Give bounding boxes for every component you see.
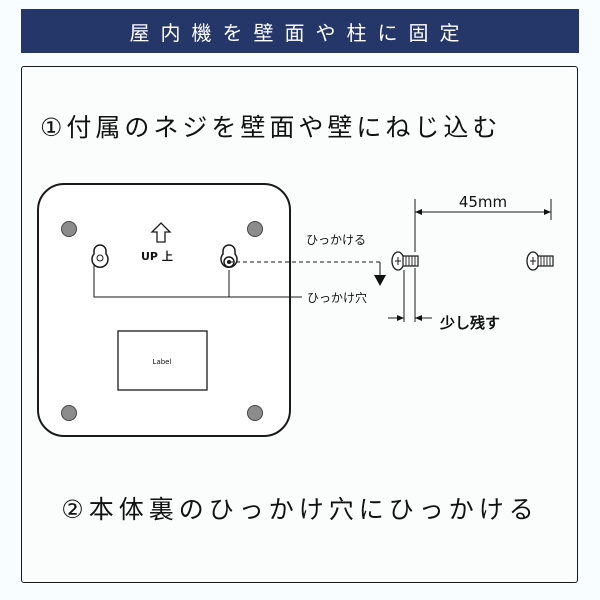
down-arrow-icon [374, 275, 386, 286]
device-label-sticker [117, 330, 208, 391]
corner-hole-bottom-right [247, 405, 263, 421]
step-2-text: ②本体裏のひっかけ穴にひっかける [61, 495, 539, 524]
corner-hole-bottom-left [61, 405, 77, 421]
hook-label: ひっかける [306, 233, 366, 247]
leave-label: 少し残す [439, 314, 500, 332]
screw-icon-left [391, 251, 419, 271]
up-arrow-icon [150, 222, 172, 243]
device-label-text: Label [153, 358, 172, 366]
page-header: 屋内機を壁面や柱に固定 [21, 9, 579, 53]
corner-hole-top-left [61, 221, 77, 237]
hole-label: ひっかけ穴 [307, 290, 367, 305]
distance-label: 45mm [459, 193, 507, 211]
corner-hole-top-right [247, 221, 263, 237]
header-title: 屋内機を壁面や柱に固定 [129, 20, 471, 45]
up-label: UP 上 [141, 249, 173, 263]
screw-icon-right [526, 251, 554, 271]
step-1-text: ①付属のネジを壁面や壁にねじ込む [40, 113, 502, 142]
